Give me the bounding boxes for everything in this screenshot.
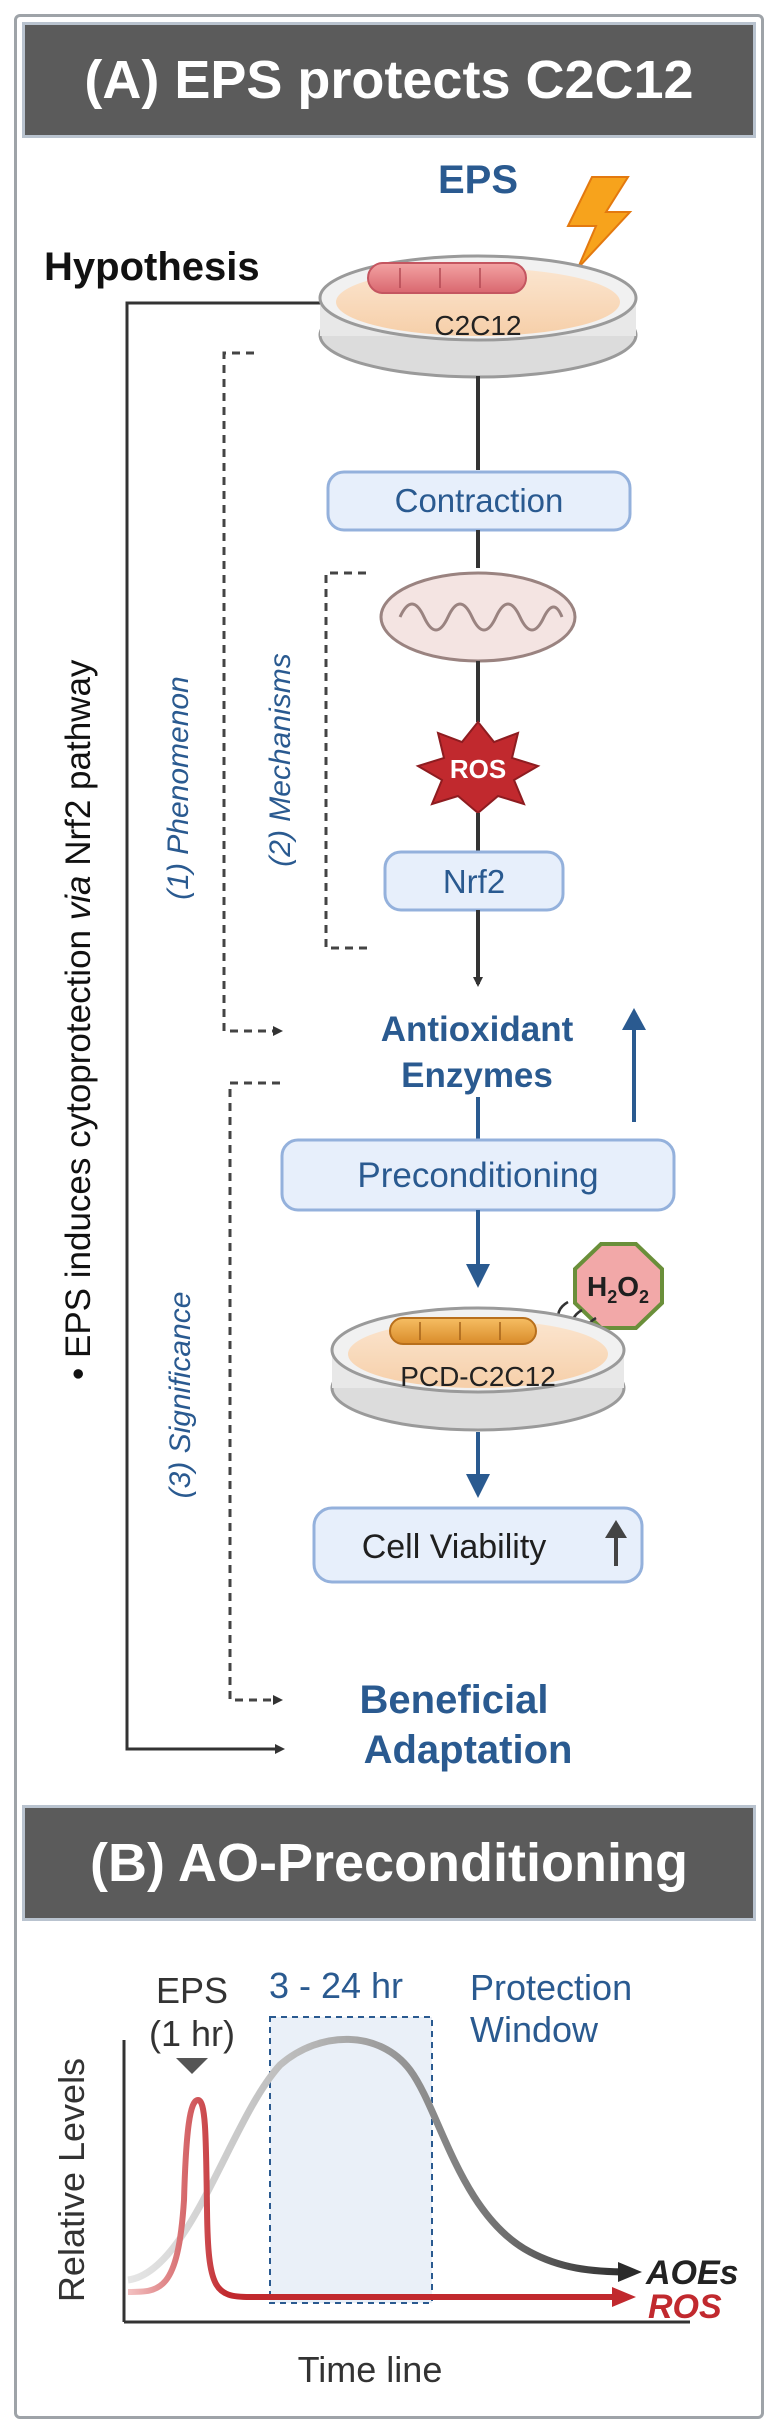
- h2o2-label: H2O2: [587, 1271, 649, 1307]
- blue-arrowhead-3: [466, 1474, 490, 1498]
- hypothesis-statement: • EPS induces cytoprotection via Nrf2 pa…: [59, 659, 98, 1380]
- cell-viability-label: Cell Viability: [362, 1528, 547, 1566]
- x-axis-label: Time line: [298, 2349, 443, 2390]
- panel-a-header: (A) EPS protects C2C12: [22, 22, 756, 138]
- y-axis-label: Relative Levels: [51, 2058, 92, 2302]
- contraction-label: Contraction: [395, 482, 564, 519]
- hypothesis-label: Hypothesis: [44, 245, 260, 289]
- mechanisms-bracket: [324, 571, 372, 950]
- hypothesis-bracket: [125, 301, 324, 1754]
- protection-window-box: [269, 2016, 433, 2304]
- h2o2-sub-b: 2: [639, 1287, 649, 1307]
- beneficial-line2: Adaptation: [364, 1728, 573, 1772]
- dish-label: C2C12: [434, 310, 521, 341]
- lightning-icon: [566, 176, 633, 269]
- significance-bracket: [228, 1081, 283, 1705]
- significance-label: (3) Significance: [164, 1292, 197, 1499]
- aoes-series-label: AOEs: [645, 2254, 739, 2292]
- antioxidant-line2: Enzymes: [401, 1056, 553, 1095]
- petri-dish-pcd-c2c12: PCD-C2C12: [330, 1306, 626, 1432]
- chart-eps-label: EPS: [156, 1970, 228, 2011]
- muscle-fiber-icon: [367, 262, 527, 294]
- ros-label: ROS: [450, 754, 506, 784]
- eps-label: EPS: [438, 158, 518, 202]
- preconditioning-label: Preconditioning: [357, 1156, 598, 1195]
- hypothesis-text-suffix: Nrf2 pathway: [59, 659, 98, 875]
- phenomenon-label: (1) Phenomenon: [162, 676, 195, 899]
- viability-up-arrowhead: [605, 1520, 627, 1538]
- damaged-fiber-icon: [389, 1317, 537, 1345]
- petri-dish-c2c12: C2C12: [318, 254, 638, 379]
- enzymes-up-arrowhead: [622, 1008, 646, 1030]
- nrf2-label: Nrf2: [443, 863, 505, 900]
- h2o2-badge: [573, 1242, 664, 1330]
- h2o2-o: O: [617, 1271, 639, 1302]
- ros-arrowhead: [612, 2287, 636, 2307]
- panel-b-header: (B) AO-Preconditioning: [22, 1805, 756, 1921]
- ros-curve: [127, 2096, 620, 2300]
- beneficial-line1: Beneficial: [360, 1678, 549, 1722]
- chart-eps-duration: (1 hr): [149, 2013, 235, 2054]
- mechanisms-label: (2) Mechanisms: [264, 653, 297, 866]
- window-hours-label: 3 - 24 hr: [269, 1965, 403, 2006]
- nrf2-box: [383, 850, 565, 912]
- eps-marker-icon: [176, 2058, 208, 2074]
- mitochondrion-icon: [379, 571, 577, 663]
- cell-viability-box: [312, 1506, 644, 1584]
- h2o2-sub-a: 2: [607, 1287, 617, 1307]
- pcd-dish-label: PCD-C2C12: [400, 1361, 556, 1392]
- blue-arrowhead-2: [466, 1264, 490, 1288]
- aoe-arrowhead: [618, 2262, 642, 2282]
- phenomenon-bracket: [222, 351, 283, 1036]
- aoe-curve: [127, 2035, 631, 2284]
- hypothesis-text-via: via: [59, 876, 98, 921]
- hypothesis-text-prefix: EPS induces cytoprotection: [59, 920, 98, 1358]
- h2o2-h: H: [587, 1271, 607, 1302]
- protection-line2: Window: [470, 2009, 599, 2050]
- ros-series-label: ROS: [648, 2288, 722, 2326]
- protection-line1: Protection: [470, 1967, 632, 2008]
- antioxidant-line1: Antioxidant: [381, 1010, 574, 1049]
- hypothesis-bullet: •: [59, 1358, 98, 1380]
